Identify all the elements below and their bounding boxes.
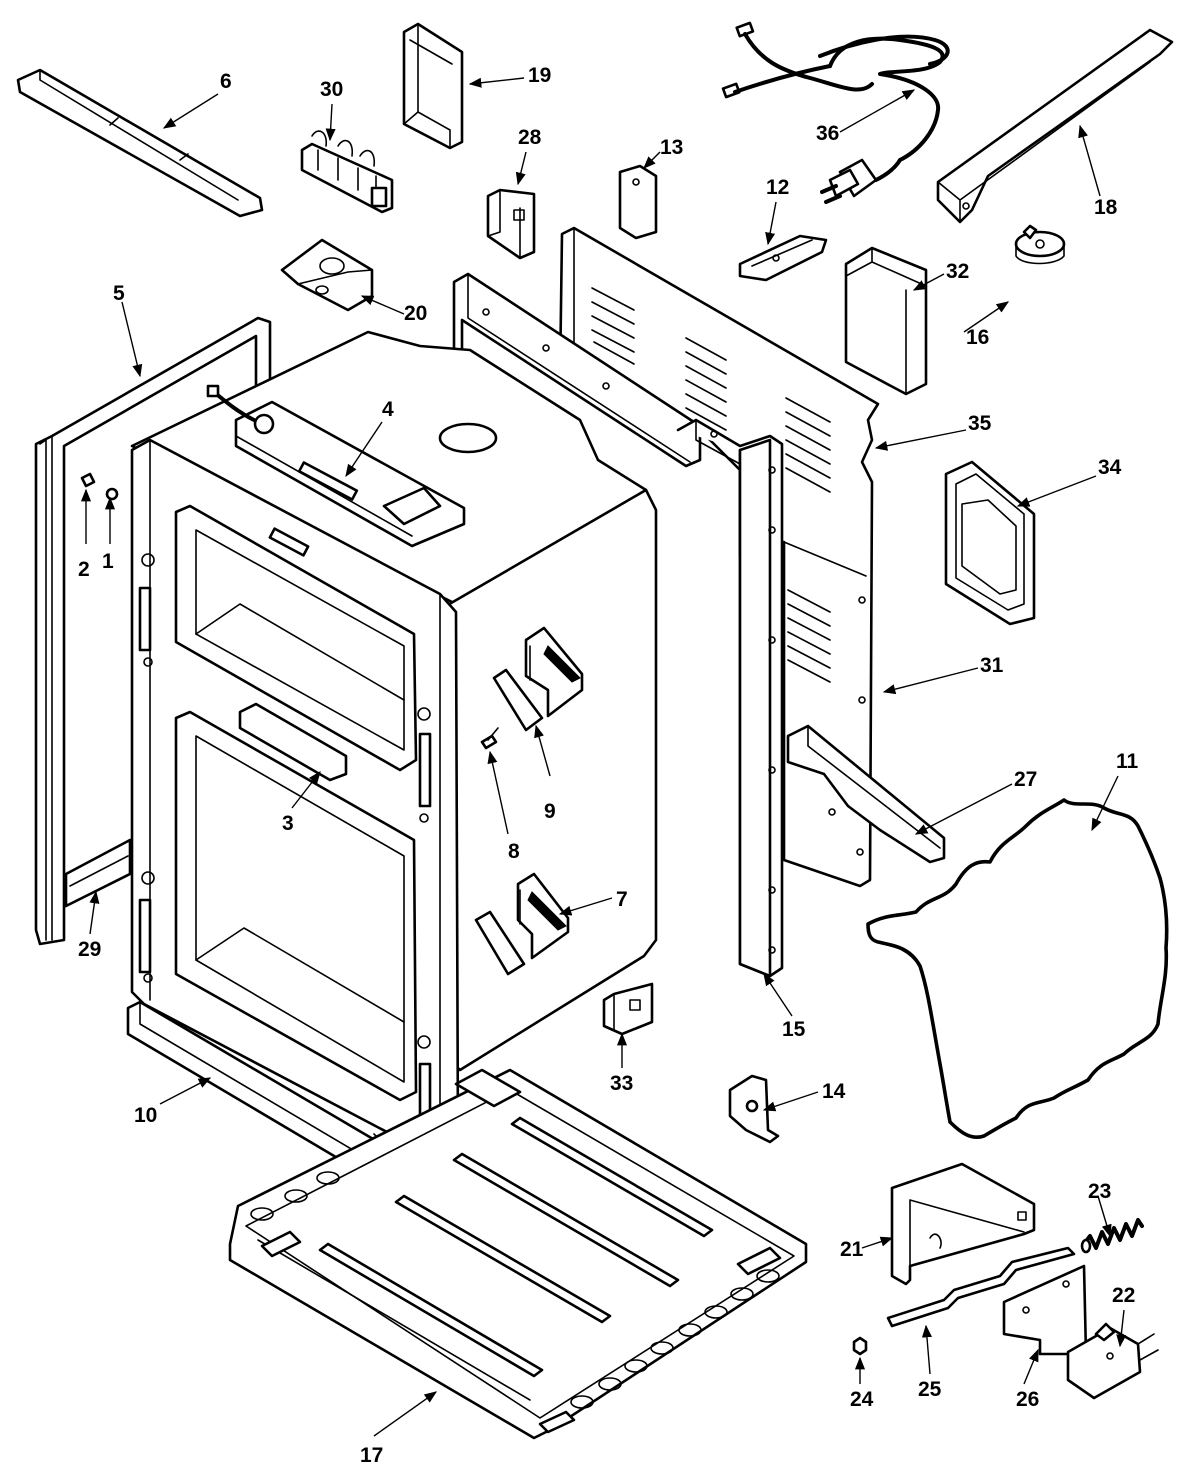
callout-24: 24 <box>850 1388 874 1411</box>
callout-10: 10 <box>134 1104 157 1127</box>
part-12-bracket <box>738 234 828 282</box>
part-15-channel <box>676 418 784 978</box>
parts-1-2-screws <box>80 472 119 501</box>
part-5-side-frame <box>34 316 272 946</box>
callout-18: 18 <box>1094 196 1118 219</box>
part-32-box-cover <box>844 246 928 396</box>
callout-19: 19 <box>528 64 551 87</box>
part-28-bracket <box>486 188 536 260</box>
part-17-base-tray <box>228 1068 808 1440</box>
callout-23: 23 <box>1088 1180 1111 1203</box>
part-33-bracket <box>602 982 654 1036</box>
part-7-lower-hinge <box>474 872 570 976</box>
callout-22: 22 <box>1112 1284 1135 1307</box>
part-6-top-trim <box>16 68 264 218</box>
callout-31: 31 <box>980 654 1004 677</box>
part-21-switch-bracket <box>890 1162 1036 1286</box>
part-36-power-cord <box>721 21 950 204</box>
callout-27: 27 <box>1014 768 1037 791</box>
callout-14: 14 <box>822 1080 846 1103</box>
oven-cavity <box>130 330 658 1162</box>
callout-26: 26 <box>1016 1388 1039 1411</box>
callout-30: 30 <box>320 78 343 101</box>
part-20-bracket <box>280 238 374 312</box>
callout-12: 12 <box>766 176 789 199</box>
part-14-bracket <box>728 1074 780 1144</box>
callout-11: 11 <box>1116 750 1139 773</box>
part-30-wire-clips <box>300 130 394 214</box>
leader-lines <box>80 77 1127 1437</box>
callout-35: 35 <box>968 412 992 435</box>
callout-17: 17 <box>360 1444 383 1467</box>
callout-20: 20 <box>404 302 427 325</box>
callout-16: 16 <box>966 326 989 349</box>
callout-8: 8 <box>508 840 520 863</box>
part-24-nut <box>852 1336 868 1356</box>
callout-7: 7 <box>616 888 628 911</box>
callout-25: 25 <box>918 1378 942 1401</box>
callout-32: 32 <box>946 260 969 283</box>
part-19-bracket <box>402 22 464 150</box>
callout-1: 1 <box>102 550 114 573</box>
callout-2: 2 <box>78 558 90 581</box>
part-23-spring <box>1080 1218 1144 1254</box>
callout-29: 29 <box>78 938 101 961</box>
callout-4: 4 <box>382 398 394 421</box>
part-8-screw <box>480 727 499 750</box>
part-27-bracket <box>786 724 946 864</box>
part-9-upper-hinge <box>492 626 584 732</box>
callout-5: 5 <box>113 282 125 305</box>
callout-3: 3 <box>282 812 294 835</box>
callout-36: 36 <box>816 122 839 145</box>
part-34-vent <box>944 460 1036 626</box>
part-25-rod <box>886 1246 1076 1328</box>
part-26-plate <box>1002 1264 1088 1356</box>
callout-15: 15 <box>782 1018 806 1041</box>
callout-9: 9 <box>544 800 556 823</box>
part-11-insulation <box>866 798 1169 1139</box>
callout-28: 28 <box>518 126 542 149</box>
part-16-thermostat <box>1014 224 1066 265</box>
callout-33: 33 <box>610 1072 633 1095</box>
callout-21: 21 <box>840 1238 864 1261</box>
callout-labels: 1 2 3 4 5 6 7 8 9 10 11 12 13 14 15 16 1… <box>78 64 1139 1467</box>
callout-34: 34 <box>1098 456 1122 479</box>
callout-13: 13 <box>660 136 683 159</box>
part-18-top-rail <box>936 28 1174 224</box>
callout-6: 6 <box>220 70 232 93</box>
part-13-plate <box>618 164 658 240</box>
